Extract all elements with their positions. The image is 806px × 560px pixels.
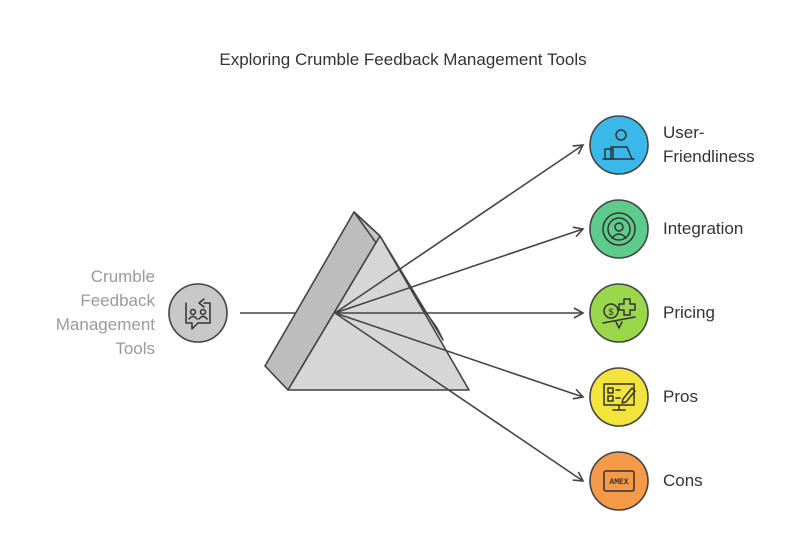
beam-integration — [334, 226, 585, 314]
amex-card-icon: AMEX — [603, 470, 635, 492]
feedback-chat-icon — [185, 298, 211, 330]
diagram-title: Exploring Crumble Feedback Management To… — [219, 50, 587, 69]
output-label-pricing: Pricing — [663, 303, 715, 322]
output-label-cons: Cons — [663, 471, 703, 490]
dollar-glyph: $ — [608, 307, 613, 317]
output-node-user-friendliness — [589, 115, 649, 175]
monitor-edit-icon — [603, 383, 636, 411]
prism — [264, 211, 470, 391]
beam-pros — [334, 312, 585, 400]
output-label-integration: Integration — [663, 219, 744, 238]
beam-user-friendliness — [334, 144, 585, 314]
output-node-integration — [589, 199, 649, 259]
output-label-user-friendliness: User- Friendliness — [663, 123, 755, 166]
output-label-pros: Pros — [663, 387, 698, 406]
price-balance-icon — [602, 298, 636, 329]
target-person-icon — [602, 212, 636, 246]
output-node-pricing: $ — [589, 283, 649, 343]
amex-card-text: AMEX — [609, 478, 628, 487]
source-label: Crumble Feedback Management Tools — [55, 267, 155, 358]
user-laptop-icon — [602, 129, 635, 160]
source-node — [168, 283, 228, 343]
output-node-cons: AMEX — [589, 451, 649, 511]
beam-cons — [334, 312, 585, 482]
output-node-pros — [589, 367, 649, 427]
